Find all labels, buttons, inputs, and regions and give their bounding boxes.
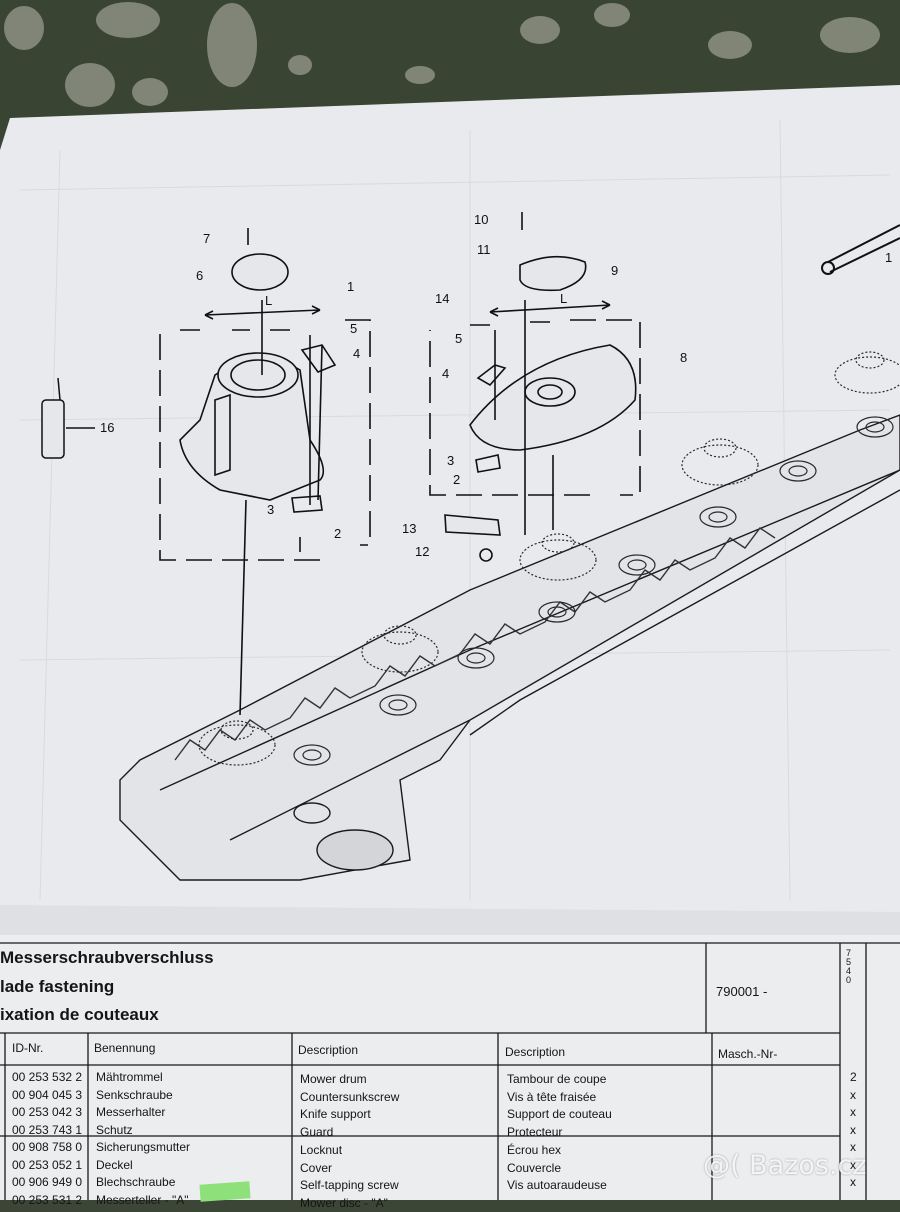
callout-2b: 2 xyxy=(453,472,460,487)
cell-de: Senkschraube xyxy=(96,1087,173,1102)
callout-5b: 5 xyxy=(455,331,462,346)
cell-de: Schutz xyxy=(96,1122,133,1137)
cell-en: Guard xyxy=(300,1125,334,1140)
cell-id: 00 253 052 1 xyxy=(12,1157,83,1172)
col-masch-nr: Masch.-Nr- xyxy=(718,1047,778,1061)
cell-fr: Écrou hex xyxy=(507,1142,562,1157)
vertical-code: 7540 xyxy=(846,948,852,985)
cell-en: Mower drum xyxy=(300,1072,367,1086)
callout-4b: 4 xyxy=(442,366,449,381)
callout-9: 9 xyxy=(611,263,618,278)
cell-qty: x xyxy=(850,1157,856,1172)
callout-1: 1 xyxy=(347,279,354,294)
callout-7: 7 xyxy=(203,231,210,246)
cell-fr: Vis autoaraudeuse xyxy=(507,1178,607,1193)
callout-13: 13 xyxy=(402,521,416,536)
title-french: ixation de couteaux xyxy=(0,1005,159,1024)
cell-de: Deckel xyxy=(96,1157,133,1172)
dim-L-left: L xyxy=(265,293,272,308)
callout-8: 8 xyxy=(680,350,687,365)
cell-en: Cover xyxy=(300,1160,333,1175)
cell-id: 00 904 045 3 xyxy=(12,1087,83,1102)
cell-id: 00 253 532 2 xyxy=(12,1070,83,1084)
cell-de: Blechschraube xyxy=(96,1175,176,1189)
callout-16: 16 xyxy=(100,420,114,435)
callout-3: 3 xyxy=(267,502,274,517)
callout-1b: 1 xyxy=(885,250,892,265)
cell-id: 00 906 949 0 xyxy=(12,1175,83,1189)
green-highlight xyxy=(199,1181,251,1202)
cell-qty: x xyxy=(850,1140,856,1154)
callout-12: 12 xyxy=(415,544,429,559)
cell-id: 00 253 743 1 xyxy=(12,1122,83,1137)
cell-fr: Couvercle xyxy=(507,1160,562,1175)
watermark: @( Bazos.cz xyxy=(703,1150,867,1181)
cell-qty: x xyxy=(850,1105,856,1119)
callout-5: 5 xyxy=(350,321,357,336)
cell-de: Sicherungsmutter xyxy=(96,1140,191,1154)
cell-qty: x xyxy=(850,1087,856,1102)
cell-en: Knife support xyxy=(300,1107,371,1122)
cell-en: Self-tapping screw xyxy=(300,1178,399,1193)
cell-id: 00 253 042 3 xyxy=(12,1105,83,1119)
cell-qty: 2 xyxy=(850,1070,857,1084)
dim-L-right: L xyxy=(560,291,567,306)
cell-en: Mower disc - "A" xyxy=(300,1195,388,1210)
cell-fr: Tambour de coupe xyxy=(507,1072,607,1086)
callout-6: 6 xyxy=(196,268,203,283)
col-benennung: Benennung xyxy=(94,1041,156,1055)
cell-id: 00 908 758 0 xyxy=(12,1140,83,1154)
col-id: ID-Nr. xyxy=(12,1041,44,1055)
cell-de: Messerteller - "A" xyxy=(96,1192,189,1207)
cell-en: Locknut xyxy=(300,1142,343,1157)
col-description-fr: Description xyxy=(505,1045,566,1059)
cell-fr: Protecteur xyxy=(507,1125,563,1140)
cell-fr: Support de couteau xyxy=(507,1107,612,1122)
callout-2: 2 xyxy=(334,526,341,541)
cell-en: Countersunkscrew xyxy=(300,1089,400,1104)
callout-11: 11 xyxy=(477,242,491,257)
callout-14: 14 xyxy=(435,291,449,306)
table-grid xyxy=(0,942,900,1200)
callout-10: 10 xyxy=(474,212,488,227)
cell-de: Messerhalter xyxy=(96,1105,166,1119)
cell-id: 00 253 531 2 xyxy=(12,1192,83,1207)
cell-qty: x xyxy=(850,1122,856,1137)
cell-qty: x xyxy=(850,1175,856,1189)
cell-de: Mähtrommel xyxy=(96,1070,163,1084)
serial-number: 790001 - xyxy=(716,984,768,999)
cell-fr: Vis à tête fraisée xyxy=(507,1089,597,1104)
title-english: lade fastening xyxy=(0,977,115,996)
callout-4: 4 xyxy=(353,346,360,361)
callout-3b: 3 xyxy=(447,453,454,468)
title-german: Messerschraubverschluss xyxy=(0,948,214,967)
col-description-en: Description xyxy=(298,1043,359,1057)
